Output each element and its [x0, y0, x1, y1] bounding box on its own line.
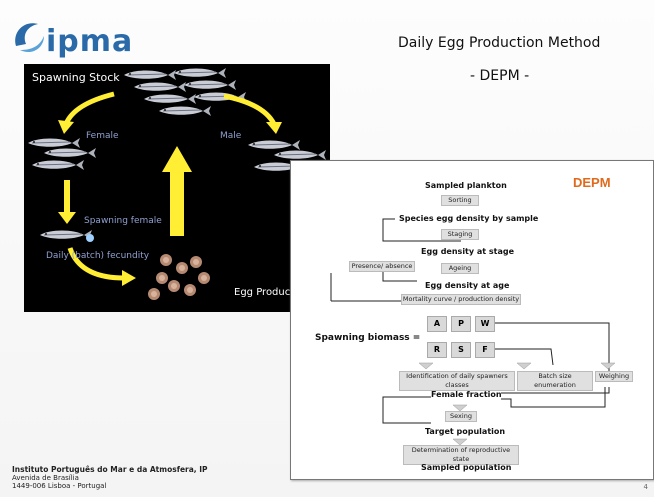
fish-icon	[158, 105, 212, 117]
depm-diagram-panel: DEPM Sampled plankton Sorting Species eg…	[290, 160, 654, 480]
egg-icon	[160, 254, 172, 266]
logo-text: ipma	[46, 24, 134, 59]
female-fraction-label: Female fraction	[431, 390, 502, 399]
fish-icon	[43, 147, 97, 159]
arrow-down-icon	[64, 180, 70, 214]
fish-icon	[123, 69, 177, 81]
institute-name: Instituto Português do Mar e da Atmosfer…	[12, 465, 208, 474]
sexing-box: Sexing	[445, 411, 477, 422]
target-population-label: Target population	[425, 427, 506, 436]
spawning-stock-label: Spawning Stock	[32, 71, 120, 84]
fish-icon	[173, 67, 227, 79]
egg-release-icon	[86, 234, 94, 242]
institute-footer: Instituto Português do Mar e da Atmosfer…	[12, 465, 208, 491]
fish-icon	[31, 159, 85, 171]
fish-icon	[133, 81, 187, 93]
spawning-biomass-label: Spawning biomass =	[315, 333, 421, 343]
fish-icon	[273, 149, 327, 161]
sampled-population-label: Sampled population	[421, 463, 512, 472]
fish-icon	[143, 93, 197, 105]
female-label: Female	[86, 131, 119, 141]
ipma-logo: ipma	[10, 16, 134, 60]
letter-p: P	[451, 316, 471, 332]
egg-icon	[168, 280, 180, 292]
arrow-up-icon	[170, 170, 184, 236]
arrow-to-eggs-icon	[67, 247, 125, 281]
staging-box: Staging	[441, 229, 479, 240]
arrow-to-male-icon	[223, 93, 277, 126]
mortality-box: Mortality curve / production density	[401, 294, 521, 305]
batch-size-box: Batch size enumeration	[517, 371, 593, 391]
letter-a: A	[427, 316, 447, 332]
egg-icon	[148, 288, 160, 300]
identification-box: Identification of daily spawners classes	[399, 371, 515, 391]
arrow-to-female-icon	[63, 91, 115, 126]
egg-density-stage-label: Egg density at stage	[421, 247, 515, 256]
spawning-cycle-illustration	[27, 67, 327, 300]
spawning-female-label: Spawning female	[84, 216, 162, 226]
letter-r: R	[427, 342, 447, 358]
page-number: 4	[643, 483, 648, 491]
fish-icon	[27, 137, 81, 149]
fish-icon	[39, 229, 93, 241]
male-label: Male	[220, 131, 242, 141]
weighing-box: Weighing	[595, 371, 633, 382]
egg-production-label: Egg Production	[234, 287, 310, 298]
letter-w: W	[475, 316, 495, 332]
address-line-1: Avenida de Brasília	[12, 474, 79, 482]
sorting-box: Sorting	[441, 195, 479, 206]
presence-absence-box: Presence/ absence	[349, 261, 415, 272]
fish-icon	[183, 79, 237, 91]
egg-density-age-label: Egg density at age	[425, 281, 510, 290]
egg-icon	[184, 284, 196, 296]
egg-icon	[176, 262, 188, 274]
depm-heading: DEPM	[573, 175, 611, 190]
determination-box: Determination of reproductive state	[403, 445, 519, 465]
slide-title: Daily Egg Production Method	[398, 35, 601, 51]
sampled-plankton-label: Sampled plankton	[425, 181, 507, 190]
letter-s: S	[451, 342, 471, 358]
species-egg-density-label: Species egg density by sample	[399, 214, 539, 223]
spawning-cycle-panel: Spawning Stock Female Male Spawning fema…	[24, 64, 330, 312]
egg-icon	[190, 256, 202, 268]
fecundity-label: Daily (batch) fecundity	[46, 251, 150, 261]
logo-swirl-icon	[15, 23, 44, 53]
ageing-box: Ageing	[441, 263, 479, 274]
letter-f: F	[475, 342, 495, 358]
egg-icon	[198, 272, 210, 284]
fish-icon	[247, 139, 301, 151]
address-line-2: 1449-006 Lisboa - Portugal	[12, 482, 107, 490]
slide-subtitle: - DEPM -	[470, 68, 530, 84]
egg-icon	[156, 272, 168, 284]
